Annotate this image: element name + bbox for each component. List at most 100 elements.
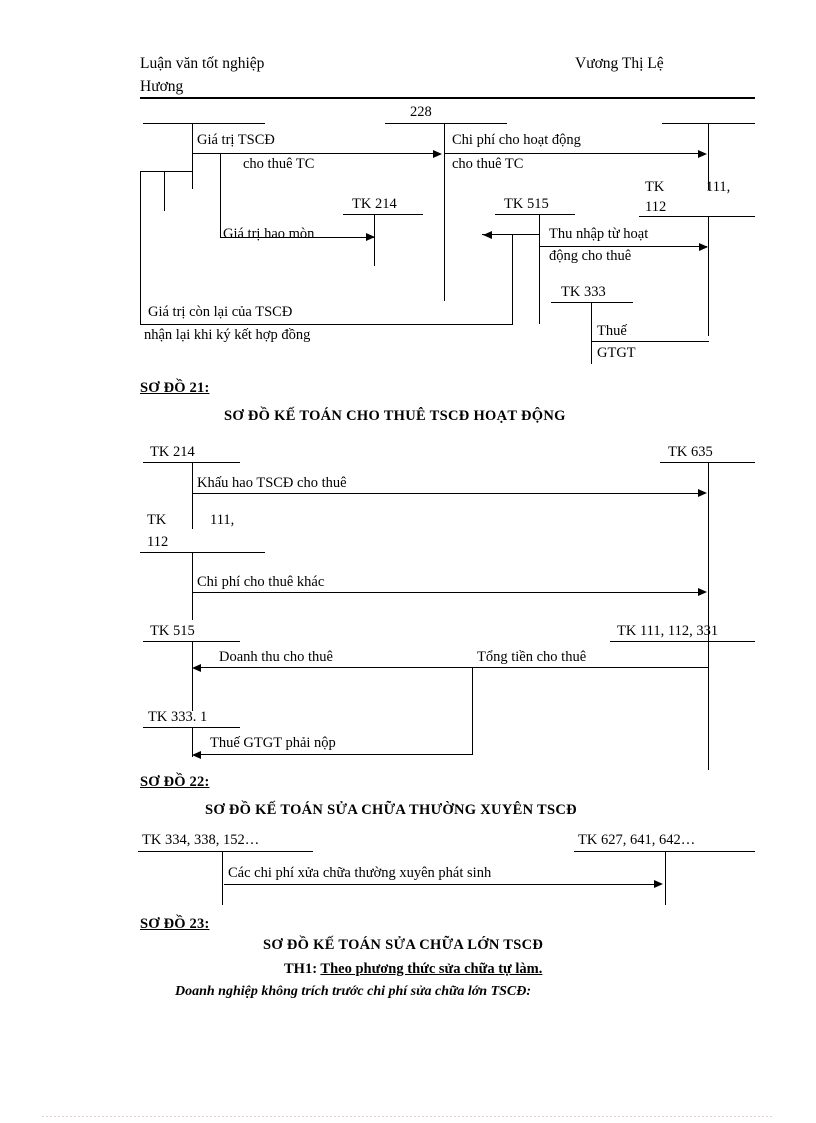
- tk-111-112-vertical-2: [708, 216, 709, 336]
- d21-tk-111-112-rule: [140, 552, 265, 553]
- tk-228-top-rule: [385, 123, 507, 124]
- tk-333-vertical: [591, 302, 592, 364]
- sodo-23-case-prefix: TH1:: [284, 961, 321, 977]
- header-rule: [140, 97, 755, 99]
- flow-chi-phi-arrowhead: [698, 150, 707, 158]
- d21-tk-333-1-label: TK 333. 1: [148, 709, 208, 725]
- d21-flow-doanh-thu-arrowhead: [192, 664, 201, 672]
- d21-branch-vertical: [472, 667, 473, 754]
- flow-thu-nhap-label-2: động cho thuê: [549, 248, 632, 264]
- d21-flow-khau-hao-label: Khấu hao TSCĐ cho thuê: [197, 475, 347, 491]
- d21-tk-214-vertical: [192, 462, 193, 529]
- sodo-22-title: SƠ ĐỒ KẾ TOÁN SỬA CHỮA THƯỜNG XUYÊN TSCĐ: [205, 802, 577, 818]
- flow-thue-gtgt-line: [591, 341, 709, 342]
- d22-tk-left-vertical: [222, 851, 223, 905]
- sodo-22-label: SƠ ĐỒ 22:: [140, 774, 210, 790]
- d21-flow-tong-tien-label: Tổng tiền cho thuê: [477, 649, 587, 665]
- d22-flow-arrowhead: [654, 880, 663, 888]
- d21-tk-111-112-vertical: [192, 552, 193, 620]
- flow-thue-gtgt-label-2: GTGT: [597, 345, 636, 361]
- d22-tk-left-rule: [138, 851, 313, 852]
- flow-back-to-228-vertical: [539, 234, 540, 324]
- tk-214-label: TK 214: [352, 196, 397, 212]
- flow-thu-nhap-arrowhead: [699, 243, 708, 251]
- flow-gia-tri-con-lai-line: [140, 324, 513, 325]
- tk-214-rule: [343, 214, 423, 215]
- d22-tk-right-vertical: [665, 851, 666, 905]
- d21-tk-333-1-vertical: [192, 727, 193, 757]
- d21-tk-515-rule: [143, 641, 240, 642]
- sodo-23-case-underlined: Theo phương thức sửa chữa tự làm.: [320, 961, 543, 977]
- d21-flow-doanh-thu-label: Doanh thu cho thuê: [219, 649, 333, 665]
- d21-tk-214-rule: [143, 462, 240, 463]
- d22-flow-label: Các chi phí xửa chữa thường xuyên phát s…: [228, 865, 492, 881]
- d22-tk-right-label: TK 627, 641, 642…: [578, 832, 696, 848]
- sodo-23-title: SƠ ĐỒ KẾ TOÁN SỬA CHỮA LỚN TSCĐ: [263, 937, 544, 953]
- tk-left-vertical: [192, 123, 193, 189]
- tk-515-rule: [495, 214, 575, 215]
- d21-tk-111-label-b: 111,: [210, 512, 235, 528]
- flow-hao-mon-branch-vertical: [220, 153, 221, 237]
- d21-tk-635-label: TK 635: [668, 444, 713, 460]
- header-left-line1: Luận văn tốt nghiệp: [140, 55, 265, 72]
- tk-111-label-b: 111,: [706, 179, 731, 195]
- flow-chi-phi-hoat-dong-label: Chi phí cho hoạt động: [452, 132, 581, 148]
- d21-flow-thue-gtgt-label: Thuế GTGT phải nộp: [210, 735, 336, 751]
- d21-flow-khau-hao-arrowhead: [698, 489, 707, 497]
- flow-thue-gtgt-label-1: Thuế: [597, 323, 627, 339]
- tk-112-label: 112: [645, 199, 667, 215]
- flow-back-to-228-arrowhead: [483, 231, 492, 239]
- d21-flow-chi-phi-khac-label: Chi phí cho thuê khác: [197, 574, 325, 590]
- flow-chi-phi-cho-thue-tc-label: cho thuê TC: [452, 156, 524, 172]
- d21-tk-111-112-331-label: TK 111, 112, 331: [617, 623, 719, 639]
- d21-flow-chi-phi-khac-arrowhead: [698, 588, 707, 596]
- page-number: 228: [410, 104, 432, 120]
- flow-gia-tri-con-lai-vertical: [512, 234, 513, 324]
- flow-back-to-228-line: [482, 234, 540, 235]
- sodo-23-label: SƠ ĐỒ 23:: [140, 916, 210, 932]
- header-left-line2: Hương: [140, 78, 184, 95]
- header-right-author: Vương Thị Lệ: [575, 55, 664, 72]
- d22-flow-line: [224, 884, 661, 885]
- tk-111-label-a: TK: [645, 179, 665, 195]
- d21-flow-thue-gtgt-line: [194, 754, 473, 755]
- d21-flow-thue-gtgt-arrowhead: [192, 751, 201, 759]
- flow-gia-tri-tscd-line: [192, 153, 438, 154]
- flow-cho-thue-tc-label: cho thuê TC: [243, 156, 315, 172]
- flow-gia-tri-con-lai-left-vertical: [140, 171, 141, 324]
- sodo-21-title: SƠ ĐỒ KẾ TOÁN CHO THUÊ TSCĐ HOẠT ĐỘNG: [224, 408, 566, 424]
- d22-tk-right-rule: [574, 851, 755, 852]
- d21-tk-111-label-a: TK: [147, 512, 167, 528]
- flow-thu-nhap-label-1: Thu nhập từ hoạt: [549, 226, 649, 242]
- flow-gia-tri-hao-mon-arrowhead: [366, 233, 375, 241]
- d21-tk-333-1-rule: [143, 727, 240, 728]
- flow-gia-tri-con-lai-label-2: nhận lại khi ký kết hợp đồng: [144, 327, 311, 343]
- flow-chi-phi-line: [444, 153, 702, 154]
- flow-gia-tri-con-lai-label-1: Giá trị còn lại của TSCĐ: [148, 304, 293, 320]
- d21-flow-doanh-thu-line: [194, 667, 708, 668]
- tk-333-label: TK 333: [561, 284, 606, 300]
- d21-tk-112-label: 112: [147, 534, 169, 550]
- tk-515-label: TK 515: [504, 196, 549, 212]
- sodo-21-label: SƠ ĐỒ 21:: [140, 380, 210, 396]
- flow-gia-tri-con-lai-top-connector: [140, 171, 193, 172]
- page-bottom-rule: [42, 1116, 774, 1117]
- sodo-23-note: Doanh nghiệp không trích trước chi phí s…: [175, 984, 532, 999]
- tk-left-top-rule: [143, 123, 265, 124]
- tk-111-112-vertical: [708, 123, 709, 190]
- d21-tk-214-label: TK 214: [150, 444, 195, 460]
- flow-gia-tri-tscd-label: Giá trị TSCĐ: [197, 132, 275, 148]
- d21-tk-515-vertical: [192, 641, 193, 711]
- d22-tk-left-label: TK 334, 338, 152…: [142, 832, 260, 848]
- d21-tk-635-vertical: [708, 462, 709, 770]
- flow-gia-tri-con-lai-stub: [164, 171, 165, 211]
- flow-gia-tri-hao-mon-line: [220, 237, 374, 238]
- d21-tk-111-112-331-rule: [610, 641, 755, 642]
- flow-gia-tri-hao-mon-label: Giá trị hao mòn: [223, 226, 315, 242]
- tk-111-112-rule-2: [639, 216, 755, 217]
- flow-thu-nhap-line: [539, 246, 707, 247]
- d21-flow-chi-phi-khac-line: [192, 592, 704, 593]
- d21-tk-635-rule: [660, 462, 755, 463]
- d21-flow-khau-hao-line: [192, 493, 704, 494]
